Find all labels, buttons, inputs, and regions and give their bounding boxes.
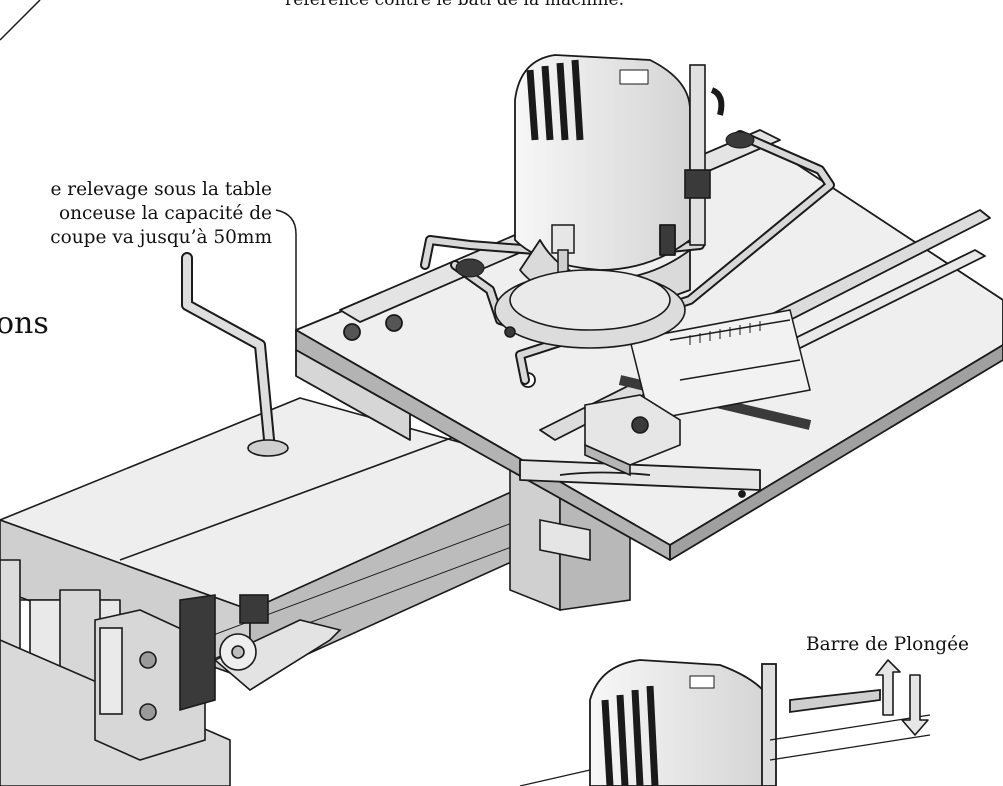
plunge-bar-label: Barre de Plongée — [806, 634, 969, 655]
router-base — [494, 269, 686, 349]
scale-fence — [629, 309, 811, 421]
beam-clamp — [94, 594, 216, 761]
crank-handle — [181, 252, 289, 457]
callout-line-1: e relevage sous la table — [50, 179, 272, 200]
aluminium-beam — [0, 397, 561, 786]
top-caption: référence contre le bati de la machine. — [285, 0, 625, 10]
stop-block — [584, 394, 681, 477]
plunge-arrows-icon — [875, 659, 929, 736]
callout-line-3: coupe va jusqu’à 50mm — [50, 227, 272, 248]
callout-leader-line — [275, 209, 297, 340]
side-heading-fragment: ons — [0, 306, 49, 341]
router-motor — [514, 54, 691, 307]
router-small — [519, 659, 931, 786]
corner-arc-line — [0, 0, 41, 41]
cam-lever — [213, 594, 342, 691]
callout-text: e relevage sous la table onceuse la capa… — [0, 178, 272, 250]
depth-rod — [684, 64, 725, 246]
callout-line-2: onceuse la capacité de — [58, 203, 272, 224]
